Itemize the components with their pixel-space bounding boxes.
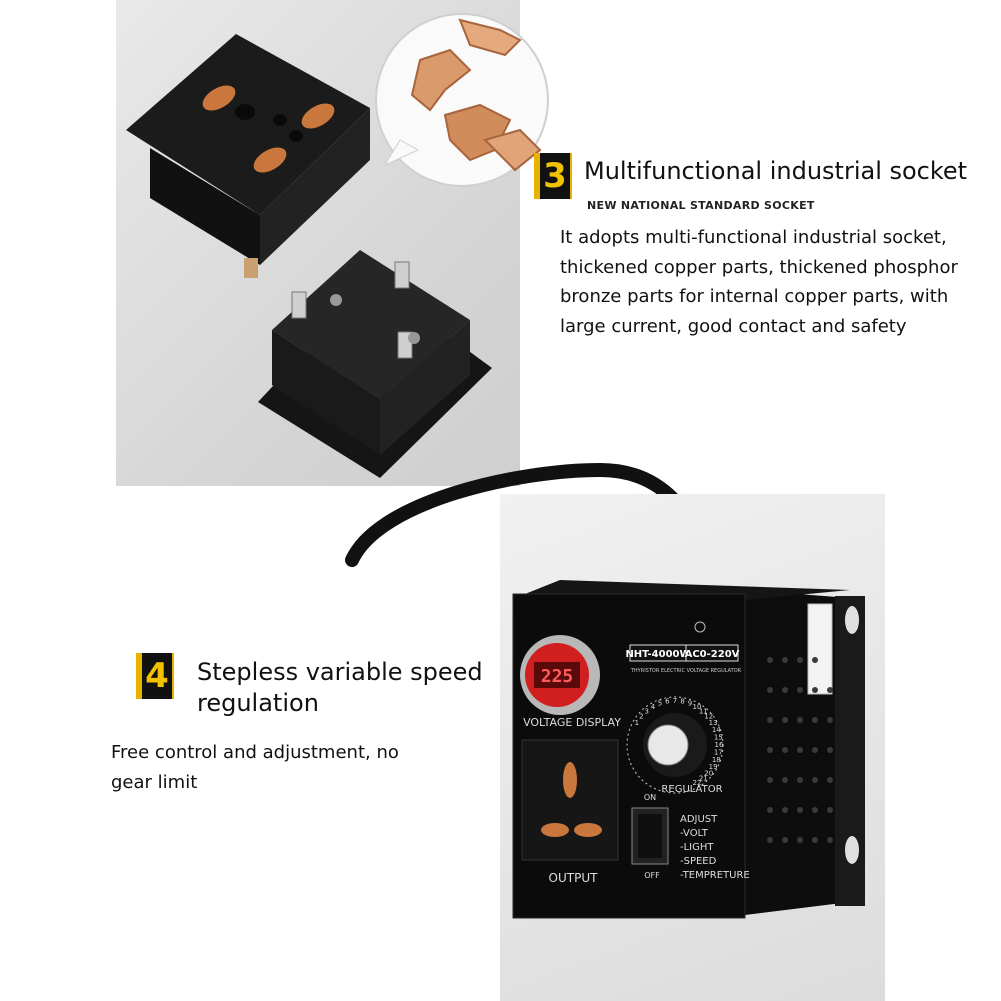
svg-text:-LIGHT: -LIGHT — [680, 842, 714, 853]
dial-number: 16 — [715, 741, 724, 749]
dial-number: 2 — [639, 713, 643, 721]
dial-number: 9 — [688, 700, 692, 708]
dial-number: 20 — [704, 769, 713, 777]
dial-number: 12 — [704, 713, 713, 721]
socket-back — [258, 250, 492, 478]
dial-number: 14 — [712, 726, 721, 734]
dial-number: 4 — [651, 703, 656, 711]
dial-number: 1 — [635, 719, 639, 727]
dial-number: 18 — [712, 756, 721, 764]
dial-number: 5 — [658, 700, 662, 708]
display-readout: 225 — [541, 666, 574, 687]
section-subtitle: NEW NATIONAL STANDARD SOCKET — [587, 199, 815, 212]
section-description: It adopts multi-functional industrial so… — [560, 227, 958, 337]
svg-text:OUTPUT: OUTPUT — [549, 871, 599, 885]
section-number-badge: 4 — [136, 653, 174, 699]
svg-text:-VOLT: -VOLT — [680, 828, 709, 839]
section-number-badge: 3 — [534, 153, 572, 199]
dial-number: 13 — [709, 719, 718, 727]
svg-text:THYRISTOR ELECTRIC VOLTAGE REG: THYRISTOR ELECTRIC VOLTAGE REGULATOR — [630, 668, 742, 674]
svg-text:ADJUST: ADJUST — [680, 814, 718, 825]
dial-number: 15 — [714, 733, 723, 741]
dial-number: 19 — [709, 763, 718, 771]
section-description: Free control and adjustment, no gear lim… — [111, 742, 399, 793]
dial-number: 22 — [693, 779, 702, 787]
svg-text:NHT-4000W: NHT-4000W — [625, 649, 690, 660]
dial-number: 7 — [673, 697, 677, 705]
svg-text:REGULATOR: REGULATOR — [661, 784, 722, 795]
dial-number: 21 — [699, 775, 708, 783]
dial-number: 10 — [693, 703, 702, 711]
svg-text:VOLTAGE DISPLAY: VOLTAGE DISPLAY — [523, 716, 621, 729]
dial-number: 17 — [714, 749, 723, 757]
dial-number: 6 — [665, 698, 670, 706]
svg-text:ON: ON — [644, 793, 656, 802]
dial-number: 11 — [699, 707, 708, 715]
svg-text:-SPEED: -SPEED — [680, 856, 717, 867]
svg-text:AC0-220V: AC0-220V — [685, 649, 740, 660]
svg-text:OFF: OFF — [644, 871, 660, 880]
svg-text:-TEMPRETURE: -TEMPRETURE — [680, 870, 750, 881]
copper-parts-zoom — [375, 13, 549, 187]
section-title: Stepless variable speed regulation — [197, 658, 483, 717]
socket-front — [126, 34, 370, 278]
section-title: Multifunctional industrial socket — [584, 157, 968, 185]
dial-number: 8 — [680, 698, 684, 706]
dial-number: 3 — [644, 707, 648, 715]
